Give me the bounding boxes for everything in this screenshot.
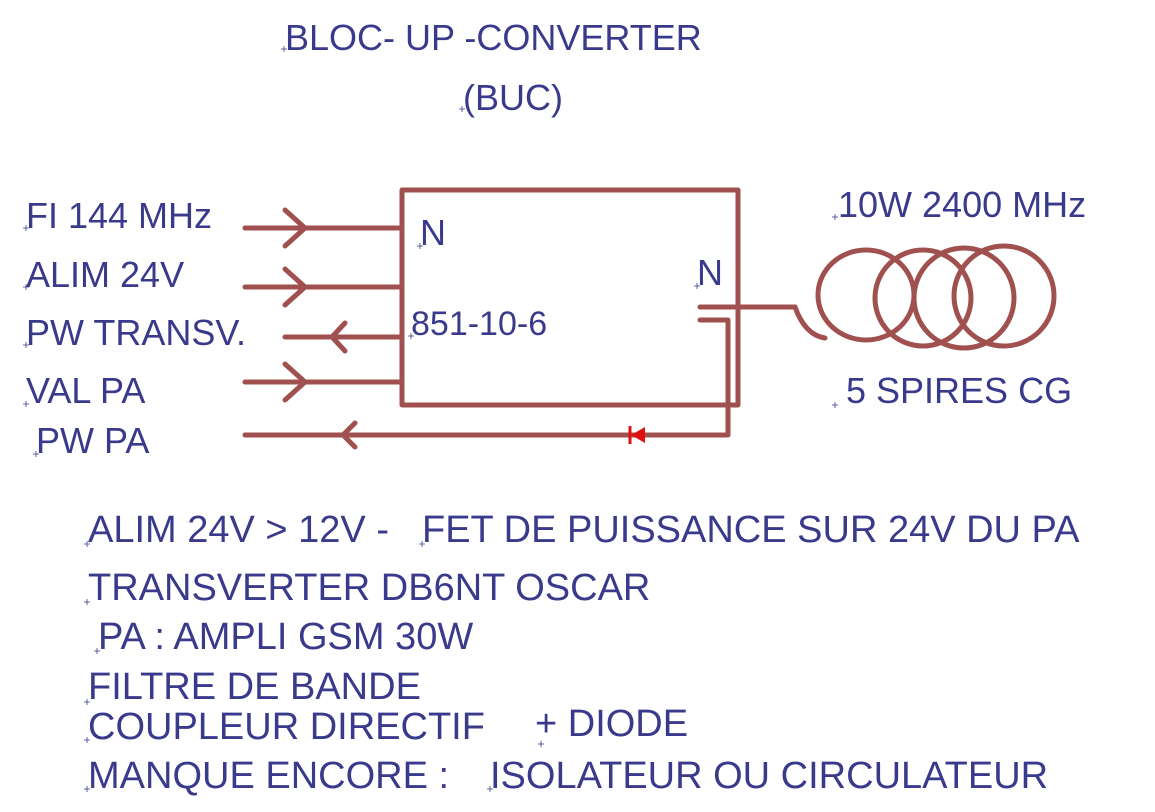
connector-out-label: N xyxy=(697,252,723,293)
note-line-2: TRANSVERTER DB6NT OSCAR xyxy=(88,567,650,609)
title-line-1: BLOC- UP -CONVERTER xyxy=(285,17,702,58)
note-line-6a: MANQUE ENCORE : xyxy=(88,755,449,797)
arrow-out-pw-pa xyxy=(340,420,358,450)
port-label-alim: ALIM 24V xyxy=(26,254,184,295)
connector-in-label: N xyxy=(420,212,446,253)
block-model-label: 851-10-6 xyxy=(411,305,547,343)
port-label-fi: FI 144 MHz xyxy=(26,195,212,236)
diode-symbol xyxy=(628,426,645,444)
wire-pw-pa xyxy=(242,402,731,438)
title-line-2: (BUC) xyxy=(463,77,563,118)
port-label-pw-transv: PW TRANSV. xyxy=(26,312,246,353)
arrow-in-val-pa xyxy=(282,361,308,403)
note-line-1b: FET DE PUISSANCE SUR 24V DU PA xyxy=(422,509,1080,551)
arrow-in-fi xyxy=(282,207,308,249)
note-line-5a: COUPLEUR DIRECTIF xyxy=(88,706,485,748)
wire-rf-to-coil xyxy=(792,304,828,341)
arrow-out-pw-transv xyxy=(329,320,348,354)
arrow-in-alim xyxy=(282,266,308,308)
note-line-3: PA : AMPLI GSM 30W xyxy=(98,616,473,658)
antenna-description-label: 5 SPIRES CG xyxy=(846,370,1072,411)
note-line-6b: ISOLATEUR OU CIRCULATEUR xyxy=(490,755,1048,797)
converter-block xyxy=(399,187,741,408)
port-label-pw-pa: PW PA xyxy=(36,420,149,461)
wire-rf-out-lower xyxy=(697,317,731,408)
note-line-5b: + DIODE xyxy=(535,703,688,745)
note-line-4: FILTRE DE BANDE xyxy=(88,666,421,708)
note-line-1a: ALIM 24V > 12V - xyxy=(88,509,389,551)
helical-antenna xyxy=(815,243,1057,351)
text-anchor-marks xyxy=(23,46,838,792)
antenna-power-freq-label: 10W 2400 MHz xyxy=(838,184,1086,225)
port-label-val-pa: VAL PA xyxy=(26,370,145,411)
